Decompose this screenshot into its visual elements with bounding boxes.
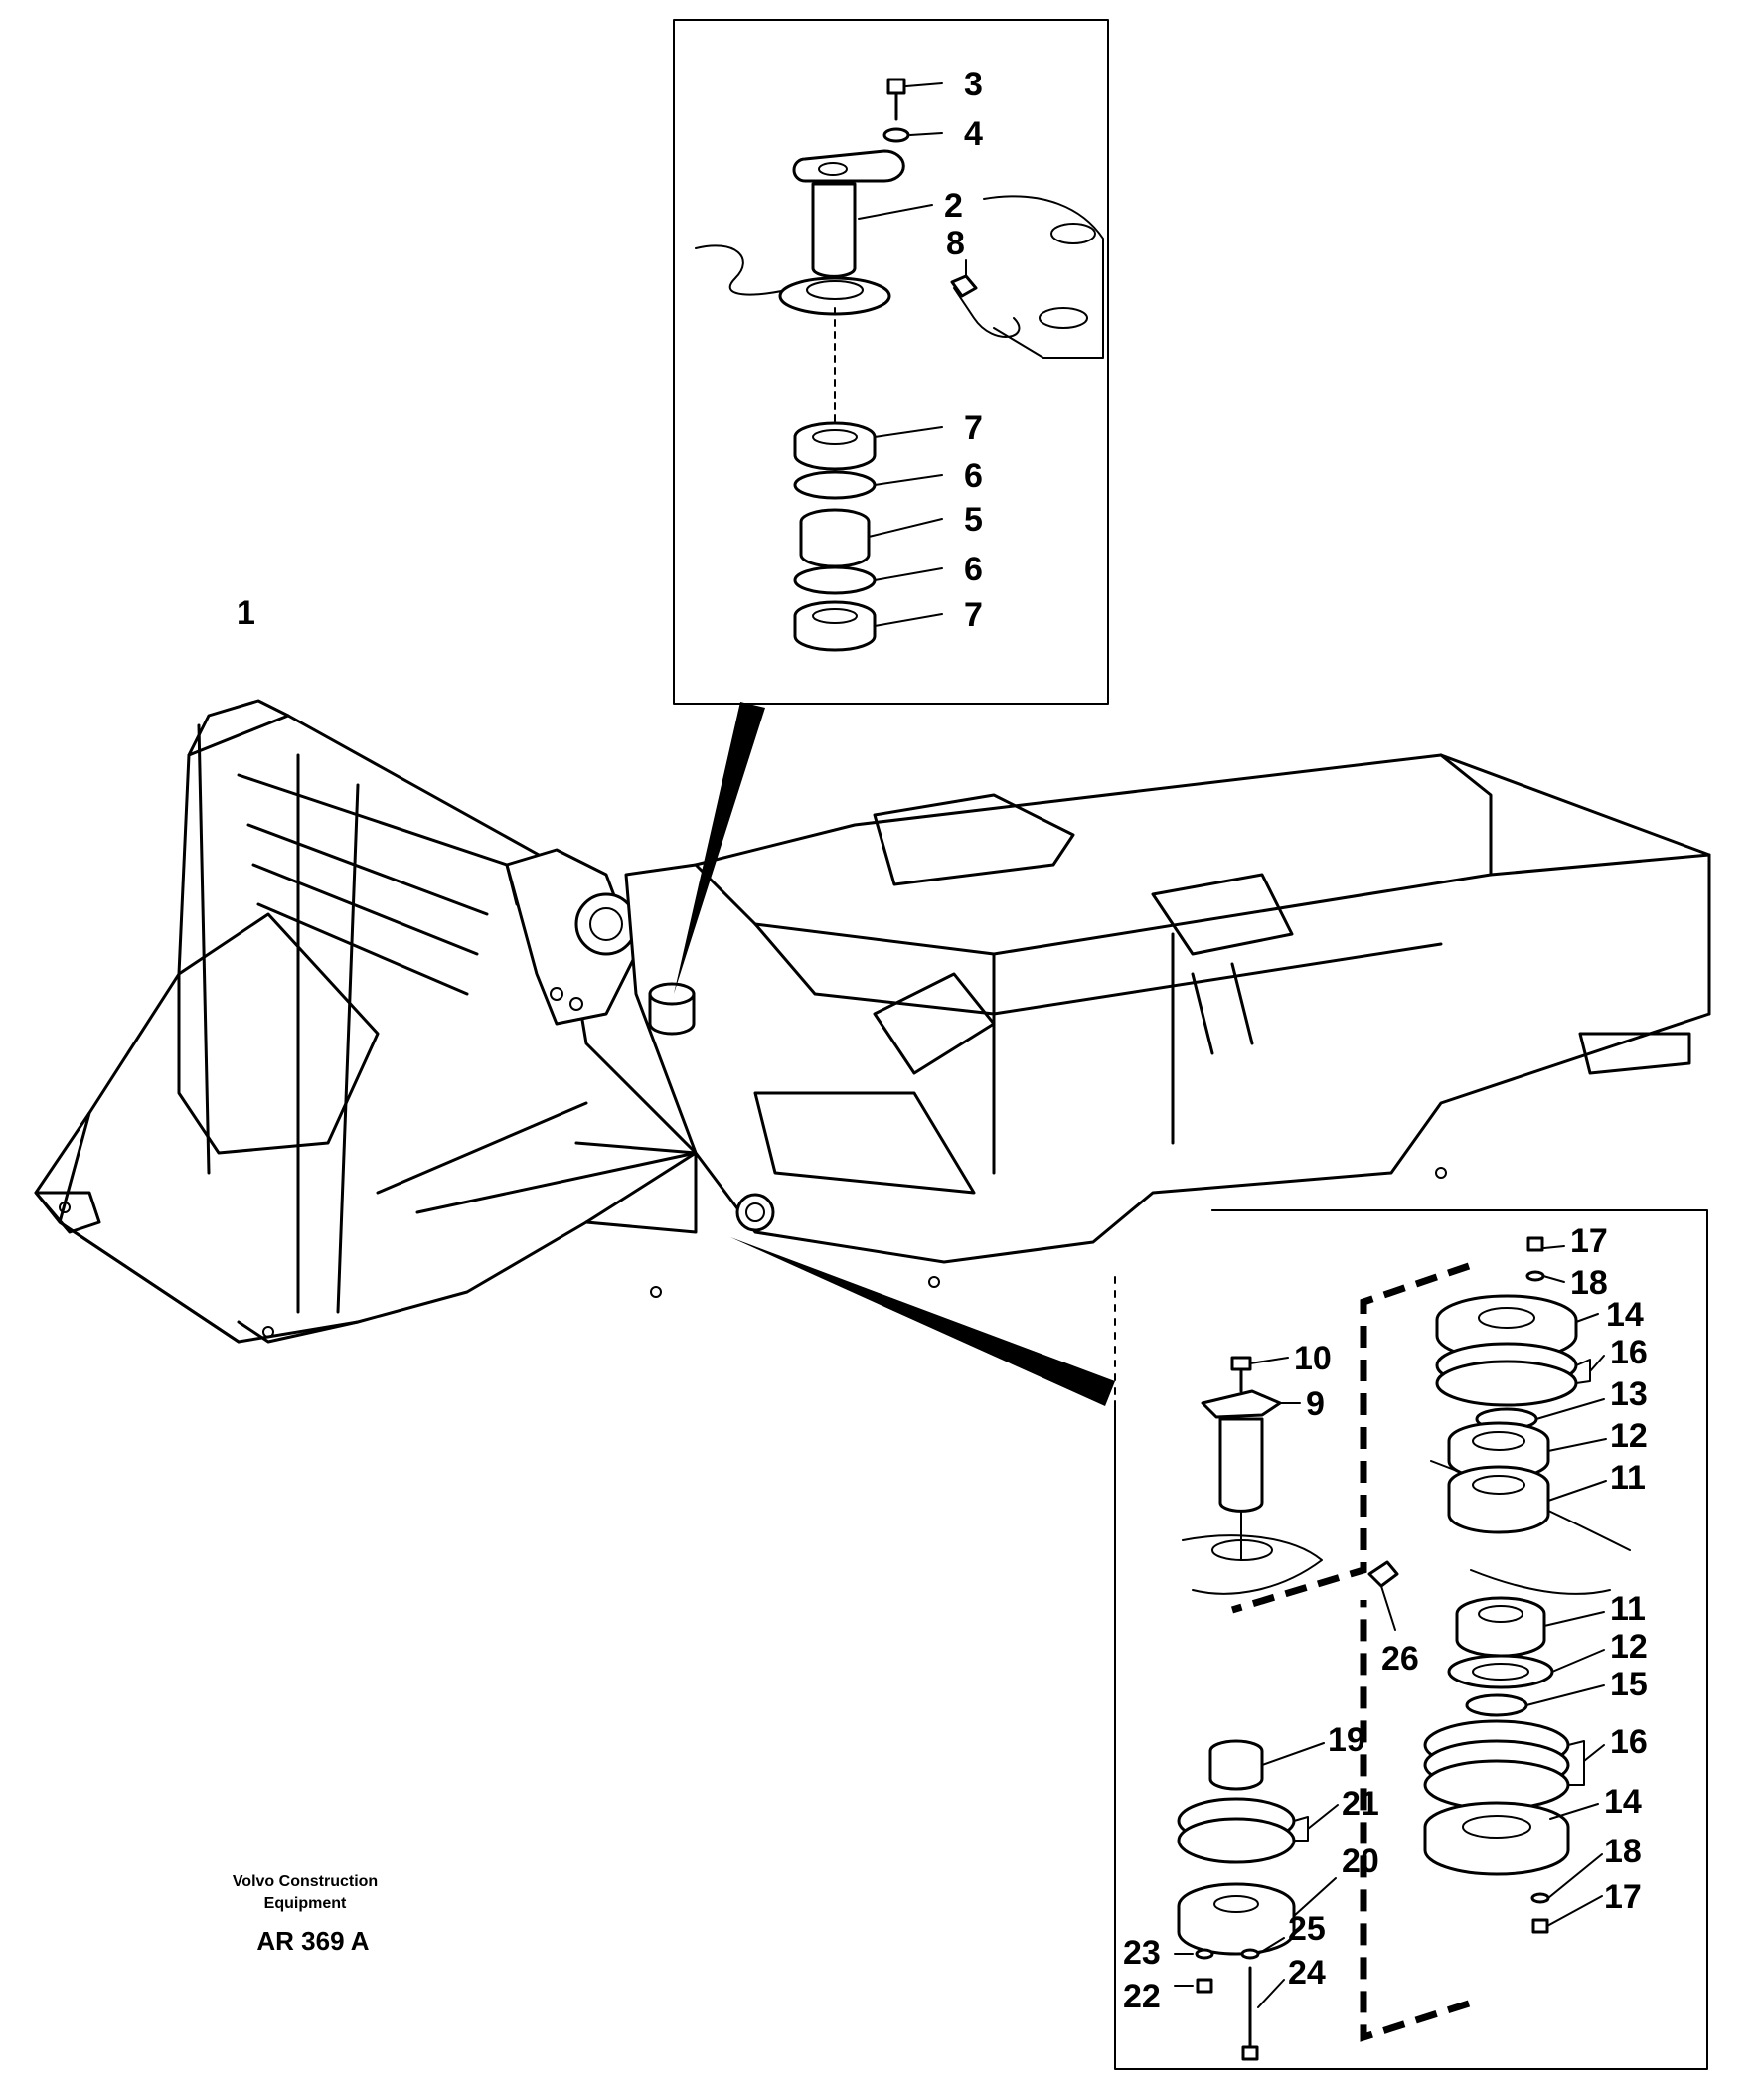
part-2-pin bbox=[778, 149, 905, 316]
callout-6-bottom: 6 bbox=[964, 551, 983, 588]
part-24-bolt bbox=[1241, 1966, 1259, 2061]
part-26-grease-nipple bbox=[1367, 1560, 1399, 1631]
part-22-bolt bbox=[1196, 1978, 1213, 1994]
callout-10: 10 bbox=[1294, 1340, 1332, 1377]
callout-20: 20 bbox=[1342, 1843, 1379, 1880]
part-14-housing-bottom bbox=[1423, 1801, 1570, 1876]
caption-line-1: Volvo Construction bbox=[233, 1873, 378, 1890]
callout-16-bottom: 16 bbox=[1610, 1723, 1648, 1761]
callout-21: 21 bbox=[1342, 1785, 1379, 1823]
part-18-washer-bottom bbox=[1530, 1892, 1550, 1904]
caption-code: AR 369 A bbox=[256, 1926, 369, 1956]
callout-22: 22 bbox=[1123, 1978, 1161, 2015]
part-11-bearing-top bbox=[1447, 1465, 1550, 1534]
callout-12-top: 12 bbox=[1610, 1417, 1648, 1455]
part-8-grease-nipple bbox=[950, 274, 978, 298]
callout-labels: 1 3 4 2 8 7 6 5 6 7 10 9 17 18 14 16 13 … bbox=[237, 66, 1648, 2015]
callout-6-top: 6 bbox=[964, 457, 983, 495]
callout-7-bottom: 7 bbox=[964, 596, 983, 634]
part-11-bearing-bottom bbox=[1455, 1596, 1546, 1658]
callout-11-bottom: 11 bbox=[1610, 1590, 1646, 1628]
callout-23: 23 bbox=[1123, 1934, 1161, 1972]
part-23-washer bbox=[1195, 1948, 1214, 1960]
upper-pivot-pin bbox=[648, 982, 696, 1036]
part-5-bushing bbox=[799, 508, 871, 568]
publisher-caption: Volvo Construction Equipment AR 369 A bbox=[233, 1873, 378, 1956]
part-6-ring-top bbox=[793, 470, 877, 500]
callout-14-top: 14 bbox=[1606, 1296, 1644, 1334]
upper-detail-box bbox=[673, 19, 1109, 705]
callout-9: 9 bbox=[1306, 1385, 1325, 1423]
part-6-ring-bottom bbox=[793, 565, 877, 595]
part-3-bolt bbox=[886, 78, 906, 121]
callout-13: 13 bbox=[1610, 1375, 1648, 1413]
callout-19: 19 bbox=[1328, 1721, 1365, 1759]
callout-26: 26 bbox=[1381, 1640, 1419, 1678]
callout-18-bottom: 18 bbox=[1604, 1833, 1642, 1870]
callout-16-top: 16 bbox=[1610, 1334, 1648, 1371]
callout-11-top: 11 bbox=[1610, 1459, 1646, 1497]
part-18-washer-top bbox=[1525, 1270, 1545, 1282]
callout-3: 3 bbox=[964, 66, 983, 103]
part-7-seal-top bbox=[793, 421, 877, 471]
callout-12-bottom: 12 bbox=[1610, 1628, 1648, 1666]
part-12-cup-bottom bbox=[1447, 1654, 1554, 1689]
callout-14-bottom: 14 bbox=[1604, 1783, 1642, 1821]
part-15-seal bbox=[1465, 1693, 1528, 1717]
part-17-bolt-bottom bbox=[1531, 1918, 1549, 1934]
part-4-washer bbox=[882, 127, 910, 143]
callout-8: 8 bbox=[946, 225, 965, 262]
part-25-washer bbox=[1240, 1948, 1260, 1960]
callout-24: 24 bbox=[1288, 1954, 1326, 1992]
callout-17-top: 17 bbox=[1570, 1222, 1608, 1260]
lower-detail-box bbox=[1114, 1209, 1708, 2070]
callout-4: 4 bbox=[964, 115, 983, 153]
part-16-shims-bottom bbox=[1423, 1719, 1570, 1811]
rear-frame bbox=[624, 753, 1711, 1288]
front-frame bbox=[34, 699, 698, 1344]
part-17-bolt-top bbox=[1526, 1236, 1544, 1252]
dashed-connector bbox=[1230, 1262, 1471, 2042]
callout-5: 5 bbox=[964, 501, 983, 539]
callout-2: 2 bbox=[944, 187, 963, 225]
part-9-pin bbox=[1201, 1389, 1282, 1561]
caption-line-2: Equipment bbox=[264, 1895, 347, 1912]
callout-7-top: 7 bbox=[964, 409, 983, 447]
frame-assembly bbox=[34, 699, 1711, 1406]
callout-17-bottom: 17 bbox=[1604, 1878, 1642, 1916]
part-19-bushing bbox=[1208, 1739, 1264, 1791]
leader-wedge-lower bbox=[730, 1237, 1115, 1406]
callout-18-top: 18 bbox=[1570, 1264, 1608, 1302]
callout-15: 15 bbox=[1610, 1666, 1648, 1703]
part-16-shims-top bbox=[1435, 1342, 1578, 1407]
part-7-seal-bottom bbox=[793, 600, 877, 652]
part-10-bolt bbox=[1230, 1356, 1252, 1393]
pivot-bracket bbox=[505, 848, 638, 1026]
leader-wedge-upper bbox=[674, 702, 765, 994]
callout-25: 25 bbox=[1288, 1910, 1326, 1948]
callout-1: 1 bbox=[237, 594, 255, 632]
part-21-shims bbox=[1177, 1797, 1296, 1864]
